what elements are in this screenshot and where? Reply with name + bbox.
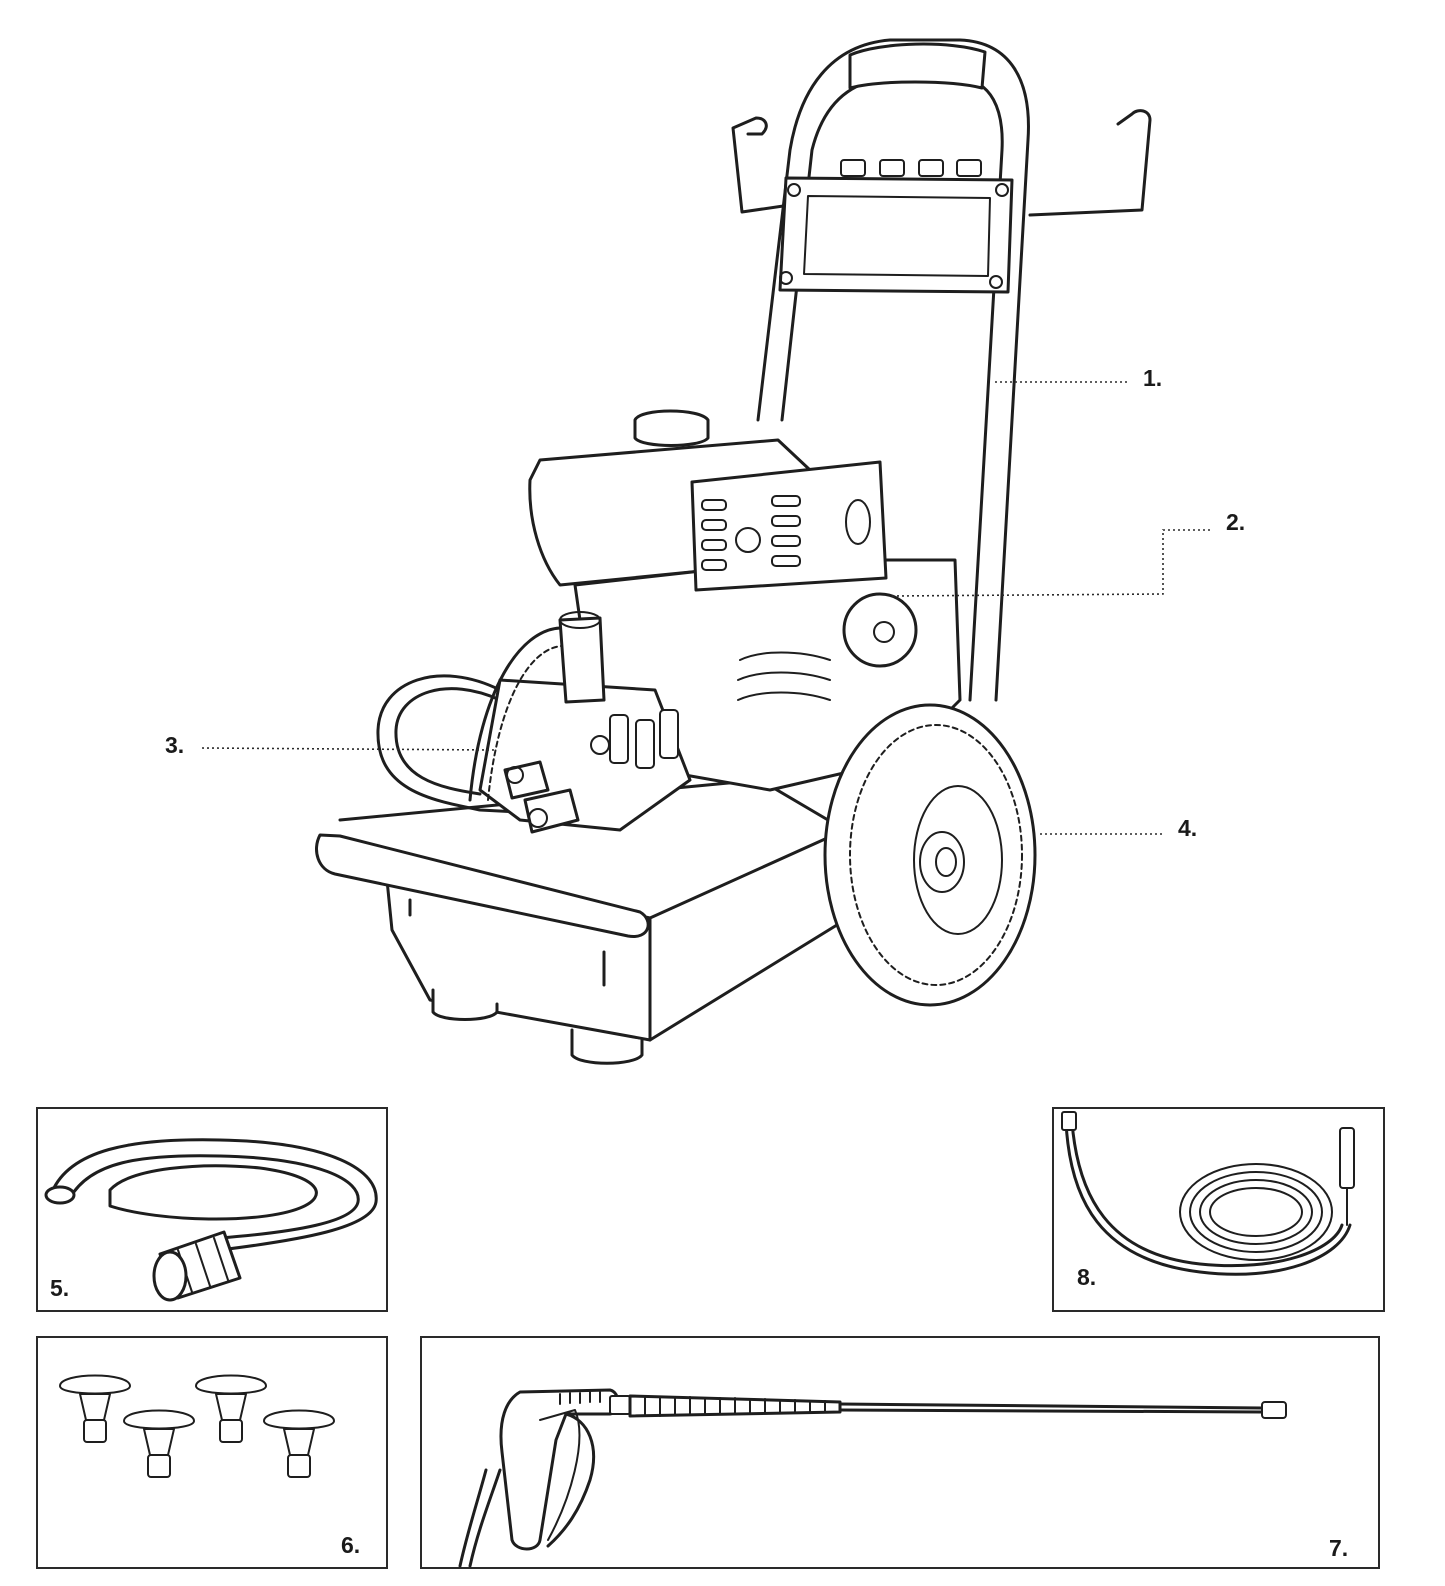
pump: [376, 611, 692, 834]
callout-6: 6.: [341, 1532, 360, 1558]
callout-2: 2.: [1226, 509, 1245, 535]
base-chassis: [315, 778, 847, 1065]
callout-3: 3.: [165, 732, 184, 758]
callout-5: 5.: [50, 1275, 69, 1301]
nozzle-tip-4: [263, 1409, 335, 1478]
callout-1: 1.: [1143, 365, 1162, 391]
callout-7: 7.: [1329, 1535, 1348, 1561]
air-filter-vents: [701, 495, 801, 571]
panel-8-high-pressure-hose: 8.: [1052, 1107, 1385, 1312]
pressure-washer-unit: 1. 2. 3. 4.: [165, 38, 1245, 1065]
engine: [528, 409, 962, 792]
nozzle-tip-2: [123, 1409, 195, 1478]
leader-line-3: [201, 747, 496, 751]
panel-6-nozzle-tips: 6.: [36, 1336, 388, 1569]
callout-8: 8.: [1077, 1264, 1096, 1290]
frame-handle: [731, 38, 1152, 702]
wheel: [468, 626, 1037, 1007]
lance-sleeve-ribs: [644, 1395, 826, 1417]
nozzle-tip-1: [59, 1374, 131, 1443]
leader-lines: [201, 381, 1210, 835]
nozzle-tip-3: [195, 1374, 267, 1443]
leader-line-2: [891, 529, 1210, 597]
callout-4: 4.: [1178, 815, 1197, 841]
panel-5-suction-hose: 5.: [36, 1107, 388, 1312]
panel-7-spray-gun-lance: 7.: [420, 1336, 1380, 1569]
